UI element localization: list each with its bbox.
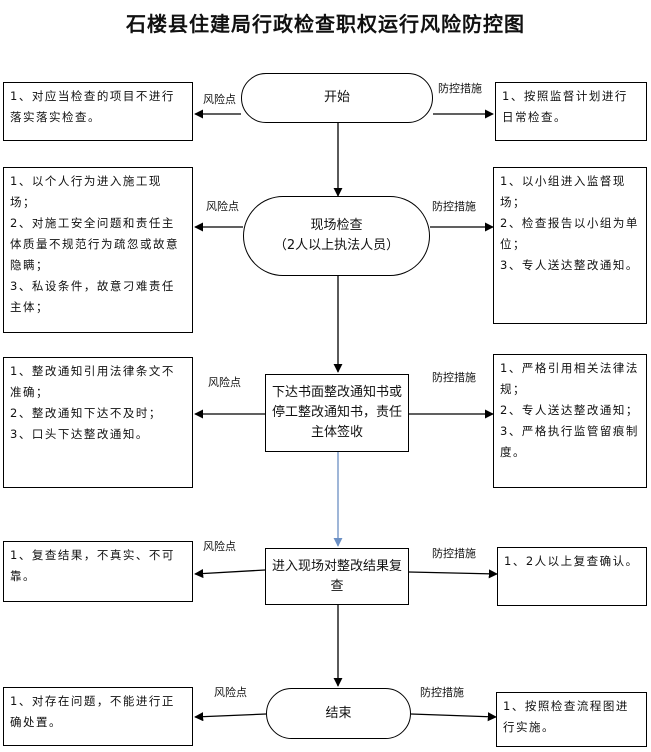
control-label: 防控措施: [438, 82, 482, 95]
risk-box-inspect: 1、以个人行为进入施工现场； 2、对施工安全问题和责任主体质量不规范行为疏忽或故…: [3, 167, 193, 333]
risk-label: 风险点: [208, 376, 241, 389]
control-box-start: 1、按照监督计划进行日常检查。: [495, 82, 647, 141]
risk-label: 风险点: [206, 200, 239, 213]
control-box-inspect: 1、以小组进入监督现场； 2、检查报告以小组为单位； 3、专人送达整改通知。: [493, 167, 647, 324]
end-node: 结束: [266, 688, 411, 739]
page-title: 石楼县住建局行政检查职权运行风险防控图: [126, 12, 525, 36]
notice-node: 下达书面整改通知书或停工整改通知书，责任主体签收: [265, 374, 409, 452]
start-node: 开始: [241, 73, 433, 123]
risk-box-end: 1、对存在问题，不能进行正确处置。: [3, 687, 193, 746]
control-label: 防控措施: [432, 547, 476, 560]
risk-box-notice: 1、整改通知引用法律条文不准确； 2、整改通知下达不及时； 3、口头下达整改通知…: [3, 357, 193, 488]
risk-label: 风险点: [214, 686, 247, 699]
risk-label: 风险点: [203, 540, 236, 553]
risk-label: 风险点: [203, 93, 236, 106]
inspect-node: 现场检查 （2人以上执法人员）: [243, 196, 430, 276]
risk-box-recheck: 1、复查结果，不真实、不可靠。: [3, 541, 193, 602]
risk-box-start: 1、对应当检查的项目不进行落实落实检查。: [3, 82, 193, 141]
control-box-notice: 1、严格引用相关法律法规； 2、专人送达整改通知； 3、严格执行监管留痕制度。: [493, 354, 647, 488]
control-box-recheck: 1、2人以上复查确认。: [497, 547, 647, 606]
control-label: 防控措施: [432, 371, 476, 384]
recheck-node: 进入现场对整改结果复查: [265, 548, 409, 605]
control-label: 防控措施: [420, 686, 464, 699]
control-box-end: 1、按照检查流程图进行实施。: [496, 692, 647, 747]
control-label: 防控措施: [432, 200, 476, 213]
